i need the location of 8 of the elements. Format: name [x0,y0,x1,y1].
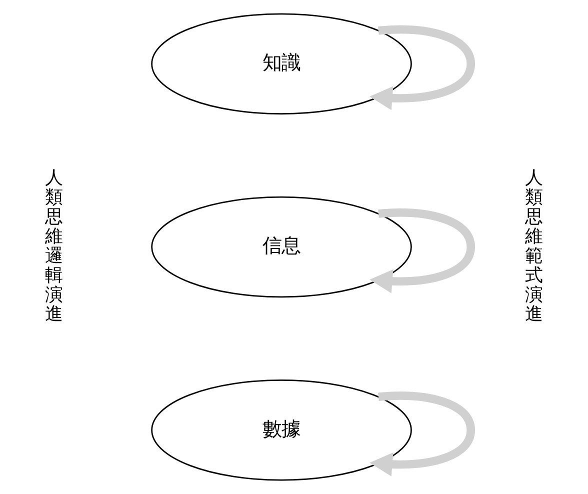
node-ellipse: 數據 [151,379,412,481]
node-ellipse: 信息 [151,196,412,298]
arrow [370,208,476,294]
arrow [370,392,476,476]
arrow [370,25,476,110]
label: 人類思維範式演進 [524,168,543,325]
node-ellipse: 知識 [151,13,412,115]
label: 人類思維邏輯演進 [45,168,64,325]
